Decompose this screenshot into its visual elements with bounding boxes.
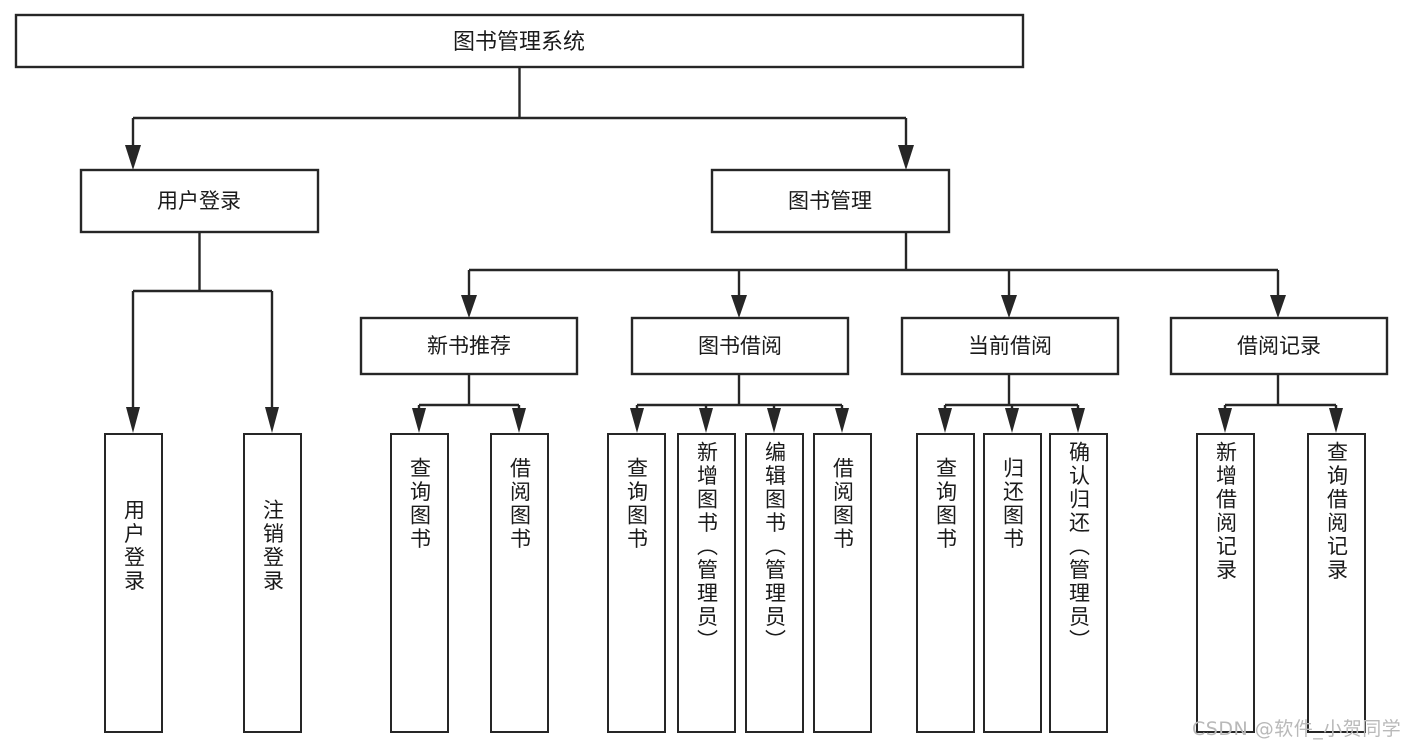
leaf-logout-login-label: 注销登录 [260,499,285,593]
node-user-login-box[interactable] [79,168,320,234]
arrowhead-leaf-query-book-3 [938,408,952,433]
leaf-query-book-borrow-label: 查询图书 [624,457,649,551]
leaf-query-book-recommend-label: 查询图书 [407,457,432,551]
arrowhead-current-borrow [1001,295,1017,318]
arrowhead-leaf-query-book-2 [630,408,644,433]
node-current-borrow[interactable]: 当前借阅 [900,316,1120,376]
arrowhead-leaf-query-book-1 [412,408,426,433]
leaf-edit-book-label: 编辑图书（管理员） [762,441,787,653]
arrowhead-new-book-recommend [461,295,477,318]
leaf-add-borrow-record[interactable]: 新增借阅记录 [1196,433,1255,733]
node-borrow-record-box[interactable] [1169,316,1389,376]
arrowhead-leaf-add-record [1218,408,1232,433]
node-book-borrow[interactable]: 图书借阅 [630,316,850,376]
node-book-manage[interactable]: 图书管理 [710,168,951,234]
leaf-add-book-label: 新增图书（管理员） [694,441,719,653]
leaf-return-book-label: 归还图书 [1000,457,1025,551]
leaf-borrow-book[interactable]: 借阅图书 [813,433,872,733]
leaf-borrow-book-label: 借阅图书 [830,457,855,551]
node-root-box[interactable] [14,13,1025,69]
arrowhead-leaf-borrow-book-2 [835,408,849,433]
node-current-borrow-label: 当前借阅 [968,334,1052,358]
node-borrow-record[interactable]: 借阅记录 [1169,316,1389,376]
arrowhead-leaf-query-record [1329,408,1343,433]
node-root[interactable]: 图书管理系统 [14,13,1025,69]
node-user-login[interactable]: 用户登录 [79,168,320,234]
arrowhead-leaf-confirm-return [1071,408,1085,433]
node-book-borrow-box[interactable] [630,316,850,376]
leaf-add-borrow-record-label: 新增借阅记录 [1213,441,1238,582]
node-root-label: 图书管理系统 [453,30,585,55]
node-book-manage-box[interactable] [710,168,951,234]
node-book-borrow-label: 图书借阅 [698,334,782,358]
arrowhead-leaf-borrow-book-1 [512,408,526,433]
node-new-book-recommend[interactable]: 新书推荐 [359,316,579,376]
leaf-query-borrow-record-label: 查询借阅记录 [1324,441,1349,582]
arrowhead-book-borrow [731,295,747,318]
leaf-borrow-book-recommend-label: 借阅图书 [507,457,532,551]
arrowhead-user-login [125,145,141,170]
leaf-logout-login[interactable]: 注销登录 [243,433,302,733]
leaf-confirm-return-label: 确认归还（管理员） [1066,441,1091,653]
arrowhead-leaf-edit-book [767,408,781,433]
arrowhead-borrow-record [1270,295,1286,318]
connectors [125,67,1343,433]
node-user-login-label: 用户登录 [157,189,241,213]
arrowhead-book-manage [898,145,914,170]
node-book-manage-label: 图书管理 [788,189,872,213]
arrowhead-leaf-logout [265,407,279,433]
node-borrow-record-label: 借阅记录 [1237,334,1321,358]
arrowhead-leaf-add-book [699,408,713,433]
leaf-confirm-return[interactable]: 确认归还（管理员） [1049,433,1108,733]
leaf-edit-book[interactable]: 编辑图书（管理员） [745,433,804,733]
leaf-return-book[interactable]: 归还图书 [983,433,1042,733]
leaf-add-book[interactable]: 新增图书（管理员） [677,433,736,733]
arrowhead-leaf-user-login [126,407,140,433]
leaf-query-book-recommend[interactable]: 查询图书 [390,433,449,733]
node-current-borrow-box[interactable] [900,316,1120,376]
leaf-query-borrow-record[interactable]: 查询借阅记录 [1307,433,1366,733]
leaf-query-book-borrow[interactable]: 查询图书 [607,433,666,733]
leaf-user-login-label: 用户登录 [121,499,146,593]
arrowhead-leaf-return-book [1005,408,1019,433]
leaf-borrow-book-recommend[interactable]: 借阅图书 [490,433,549,733]
leaf-query-book-current[interactable]: 查询图书 [916,433,975,733]
leaf-query-book-current-label: 查询图书 [933,457,958,551]
leaf-user-login[interactable]: 用户登录 [104,433,163,733]
node-new-book-recommend-box[interactable] [359,316,579,376]
node-new-book-recommend-label: 新书推荐 [427,334,511,358]
